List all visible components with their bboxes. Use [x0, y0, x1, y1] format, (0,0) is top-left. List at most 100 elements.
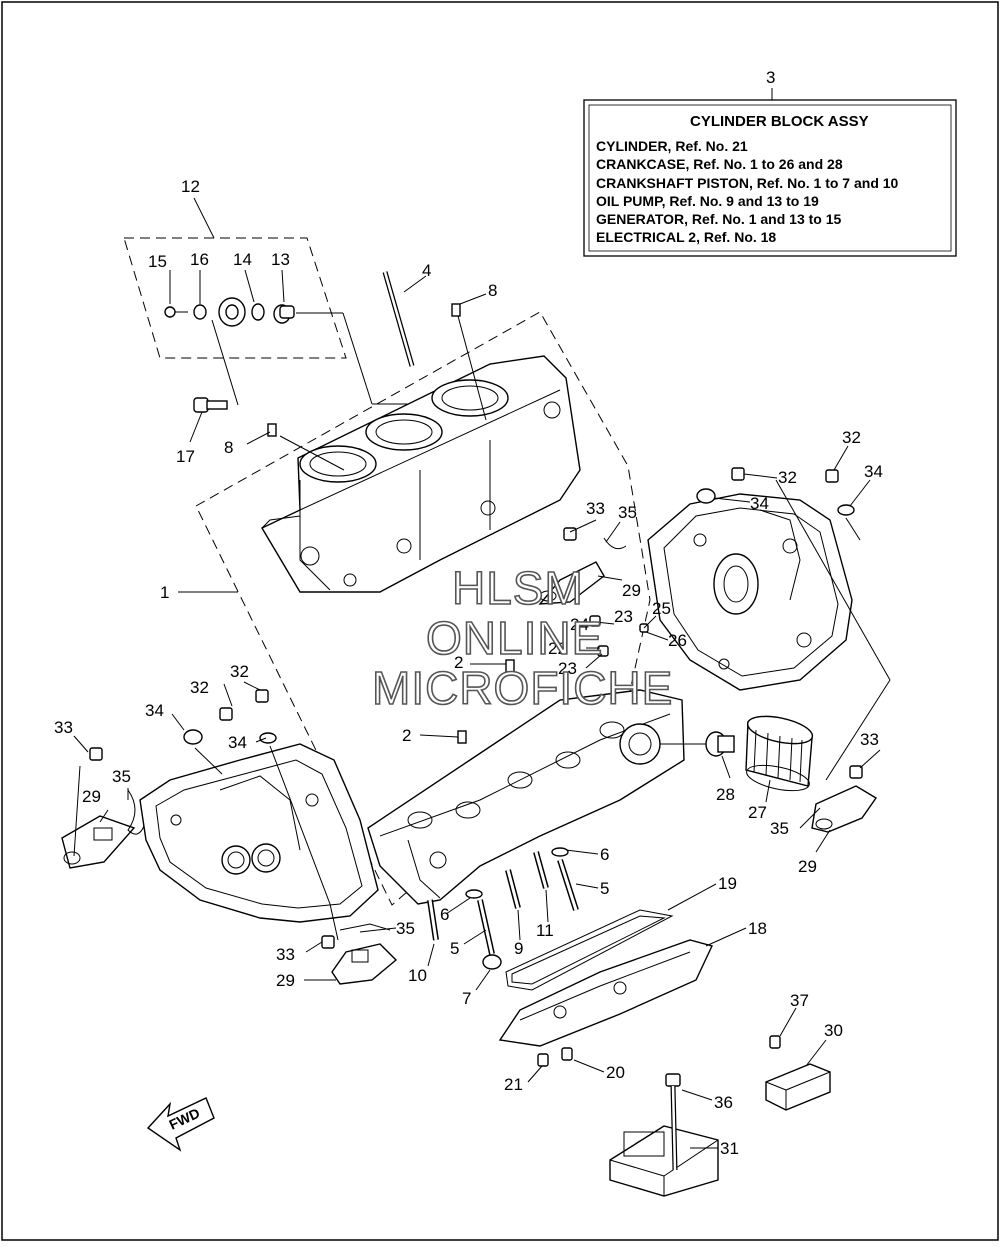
watermark-line-1: HLSM — [452, 562, 584, 614]
leader-lines — [73, 197, 891, 1149]
callout-22: 22 — [548, 639, 567, 658]
callout-6-right: 6 — [600, 845, 609, 864]
callout-29-bottom: 29 — [276, 971, 295, 990]
callout-6-left: 6 — [440, 905, 449, 924]
fastener-bolts — [89, 467, 863, 949]
assembly-box-title: CYLINDER BLOCK ASSY — [690, 113, 869, 130]
clip-35-center — [603, 537, 627, 550]
callout-2-lower: 2 — [402, 726, 411, 745]
callout-31: 31 — [720, 1139, 739, 1158]
callout-23-lower: 23 — [558, 659, 577, 678]
forward-direction-arrow: FWD — [146, 1097, 215, 1152]
callout-8-upper: 8 — [488, 281, 497, 300]
callout-26: 26 — [668, 631, 687, 650]
callout-29-left: 29 — [82, 787, 101, 806]
callout-13: 13 — [271, 250, 290, 269]
callout-1: 1 — [160, 583, 169, 602]
bolt-20 — [561, 1047, 573, 1061]
crankcase-cover-left — [139, 743, 379, 923]
callout-numbers: 12 15 16 14 13 4 8 17 8 1 32 34 32 34 33… — [54, 177, 883, 1158]
dowel-pin-8-upper — [451, 303, 461, 317]
engine-mount-left — [61, 815, 136, 869]
stud-bolt-4 — [382, 271, 415, 367]
callout-11: 11 — [536, 921, 554, 940]
callout-30: 30 — [824, 1021, 843, 1040]
callout-16: 16 — [190, 250, 209, 269]
callout-34-left-a: 34 — [145, 701, 164, 720]
callout-20: 20 — [606, 1063, 625, 1082]
callout-4: 4 — [422, 261, 431, 280]
callout-33-left: 33 — [54, 718, 73, 737]
dowel-pin-8-lower — [267, 423, 277, 437]
generator-cover-right — [647, 493, 853, 691]
callout-35-left: 35 — [112, 767, 131, 786]
bolt-21 — [537, 1053, 549, 1067]
callout-34-right-a: 34 — [750, 494, 769, 513]
crankcase-bolts — [427, 847, 579, 970]
callout-10: 10 — [408, 966, 427, 985]
callout-35-right: 35 — [770, 819, 789, 838]
callout-8-lower: 8 — [224, 438, 233, 457]
bolt-17 — [193, 397, 228, 413]
callout-34-left-b: 34 — [228, 733, 247, 752]
callout-23-upper: 23 — [614, 607, 633, 626]
watermark: HLSM ONLINE MICROFICHE — [371, 561, 673, 715]
oil-pan-gasket — [505, 909, 674, 991]
dowel-pin-2-lower — [457, 730, 467, 744]
callout-32-right-b: 32 — [842, 428, 861, 447]
callout-21: 21 — [504, 1075, 523, 1094]
callout-18: 18 — [748, 919, 767, 938]
callout-37: 37 — [790, 991, 809, 1010]
clip-35-bottom — [339, 923, 391, 931]
callout-19: 19 — [718, 874, 737, 893]
callout-5-left: 5 — [450, 939, 459, 958]
oil-filter — [745, 715, 814, 792]
electrical-box-31 — [609, 1125, 719, 1197]
callout-24: 24 — [570, 615, 589, 634]
bolt-36 — [665, 1073, 681, 1171]
callout-32-left-a: 32 — [230, 662, 249, 681]
callout-9: 9 — [514, 939, 523, 958]
engine-mount-center — [538, 561, 605, 605]
callout-17: 17 — [176, 447, 195, 466]
assembly-box-line-4: OIL PUMP, Ref. No. 9 and 13 to 19 — [596, 193, 819, 209]
callout-14: 14 — [233, 250, 252, 269]
assembly-box-line-3: CRANKSHAFT PISTON, Ref. No. 1 to 7 and 1… — [596, 175, 899, 191]
callout-33-right: 33 — [860, 730, 879, 749]
callout-32-right-a: 32 — [778, 468, 797, 487]
callout-36: 36 — [714, 1093, 733, 1112]
cylinder-block — [261, 355, 581, 593]
callout-7: 7 — [462, 989, 471, 1008]
callout-34-right-b: 34 — [864, 462, 883, 481]
bracket-30 — [765, 1035, 831, 1111]
clip-35-left — [127, 789, 145, 835]
callout-35-bottom: 35 — [396, 919, 415, 938]
assembly-box-line-6: ELECTRICAL 2, Ref. No. 18 — [596, 229, 776, 245]
callout-33-center: 33 — [586, 499, 605, 518]
engine-mount-bottom — [331, 943, 398, 985]
watermark-line-3: MICROFICHE — [372, 662, 673, 714]
callout-29-center: 29 — [622, 581, 641, 600]
callout-29-right: 29 — [798, 857, 817, 876]
oil-pan-gasket-inner — [511, 915, 666, 985]
assembly-box-ref-number: 3 — [766, 68, 775, 87]
oil-pump-group-outline — [123, 237, 347, 359]
callout-25: 25 — [652, 599, 671, 618]
callout-33-bottom: 33 — [276, 945, 295, 964]
callout-2-upper: 2 — [454, 653, 463, 672]
oil-filter-fitting — [660, 731, 735, 757]
dowel-pin-2-upper — [505, 659, 515, 673]
assembly-reference-box: 3 CYLINDER BLOCK ASSY CYLINDER, Ref. No.… — [583, 68, 957, 257]
cylinder-block-group-outline — [195, 311, 651, 906]
callout-12: 12 — [181, 177, 200, 196]
callout-15: 15 — [148, 252, 167, 271]
callout-5-right: 5 — [600, 879, 609, 898]
oil-pan — [498, 939, 713, 1047]
lower-crankcase — [367, 689, 685, 905]
callout-27: 27 — [748, 803, 767, 822]
callout-35-center: 35 — [618, 503, 637, 522]
oil-pump-seal-parts — [164, 297, 470, 406]
